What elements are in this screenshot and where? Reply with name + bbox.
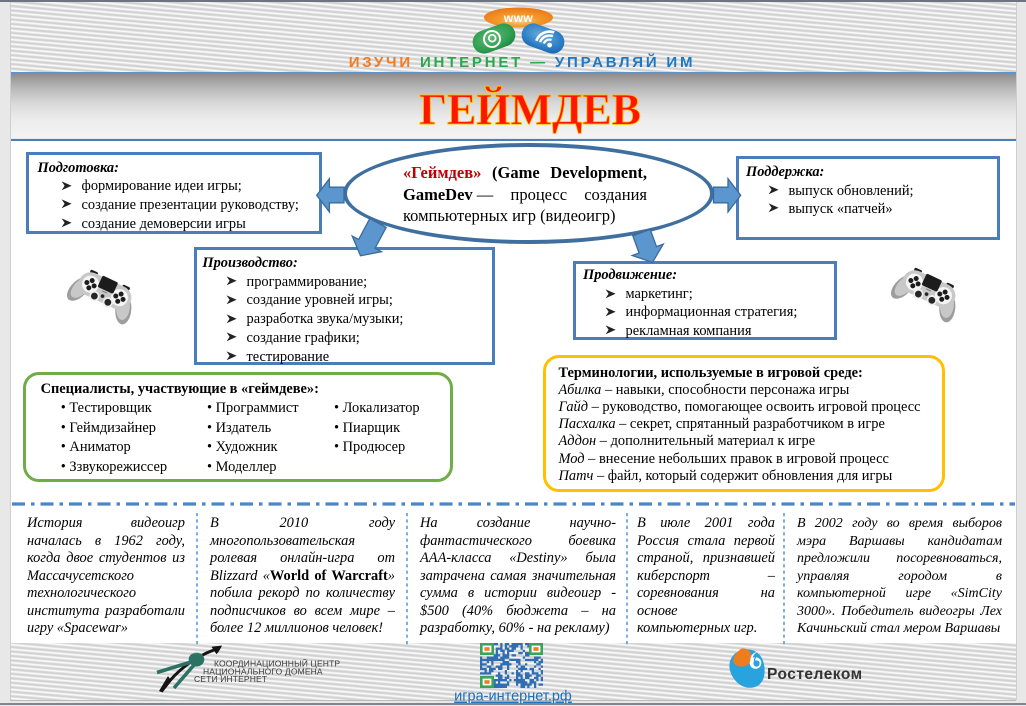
svg-text:Ростелеком: Ростелеком (767, 666, 863, 683)
svg-text:СЕТИ ИНТЕРНЕТ: СЕТИ ИНТЕРНЕТ (194, 674, 267, 684)
svg-text:КООРДИНАЦИОННЫЙ ЦЕНТР: КООРДИНАЦИОННЫЙ ЦЕНТР (214, 658, 340, 669)
svg-text:www: www (503, 11, 534, 25)
svg-text:НАЦИОНАЛЬНОГО ДОМЕНА: НАЦИОНАЛЬНОГО ДОМЕНА (203, 666, 323, 676)
svg-text:игра-интернет.рф: игра-интернет.рф (454, 689, 572, 705)
